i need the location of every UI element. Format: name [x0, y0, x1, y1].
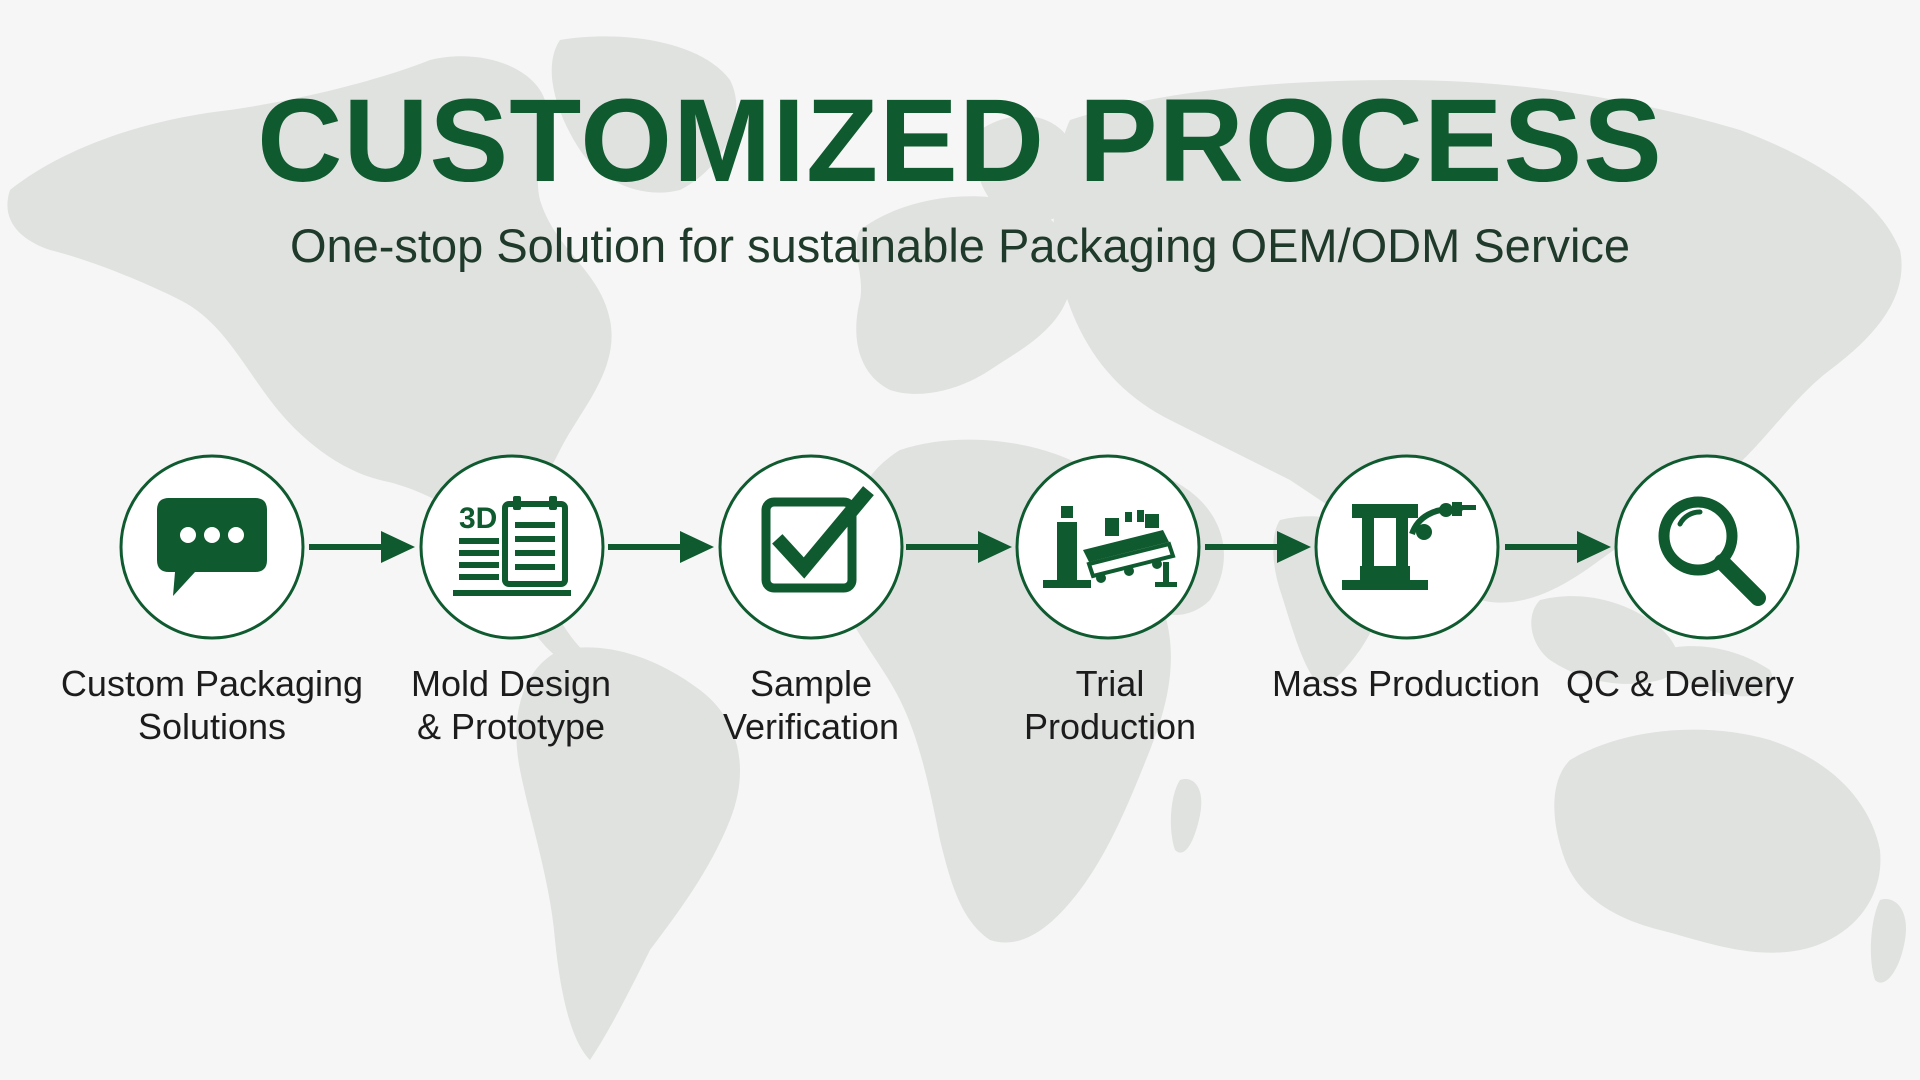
flow-arrow-4: [1203, 527, 1313, 567]
step-1-chat-bubble-icon: [117, 452, 307, 642]
step-4-conveyor-machine-icon: [1013, 452, 1203, 642]
flow-arrow-3: [904, 527, 1014, 567]
flow-arrow-5: [1503, 527, 1613, 567]
step-2-label: Mold Design & Prototype: [410, 663, 612, 747]
page-subtitle: One-stop Solution for sustainable Packag…: [289, 219, 1631, 272]
flow-arrow-1: [307, 527, 417, 567]
flow-arrow-2: [606, 527, 716, 567]
step-3-checkbox-icon: [716, 452, 906, 642]
step-1-label: Custom Packaging Solutions: [60, 663, 364, 747]
step-5-industrial-robot-icon: [1312, 452, 1502, 642]
step-4-label: Trial Production: [1023, 663, 1197, 747]
step-6-label: QC & Delivery: [1565, 663, 1795, 704]
step-3-label: Sample Verification: [722, 663, 900, 747]
step-5-label: Mass Production: [1271, 663, 1541, 704]
icon-3d-text: 3D: [459, 502, 497, 535]
page-title: CUSTOMIZED PROCESS: [257, 75, 1663, 207]
step-2-3d-blueprint-icon: 3D: [417, 452, 607, 642]
step-6-magnifier-icon: [1612, 452, 1802, 642]
